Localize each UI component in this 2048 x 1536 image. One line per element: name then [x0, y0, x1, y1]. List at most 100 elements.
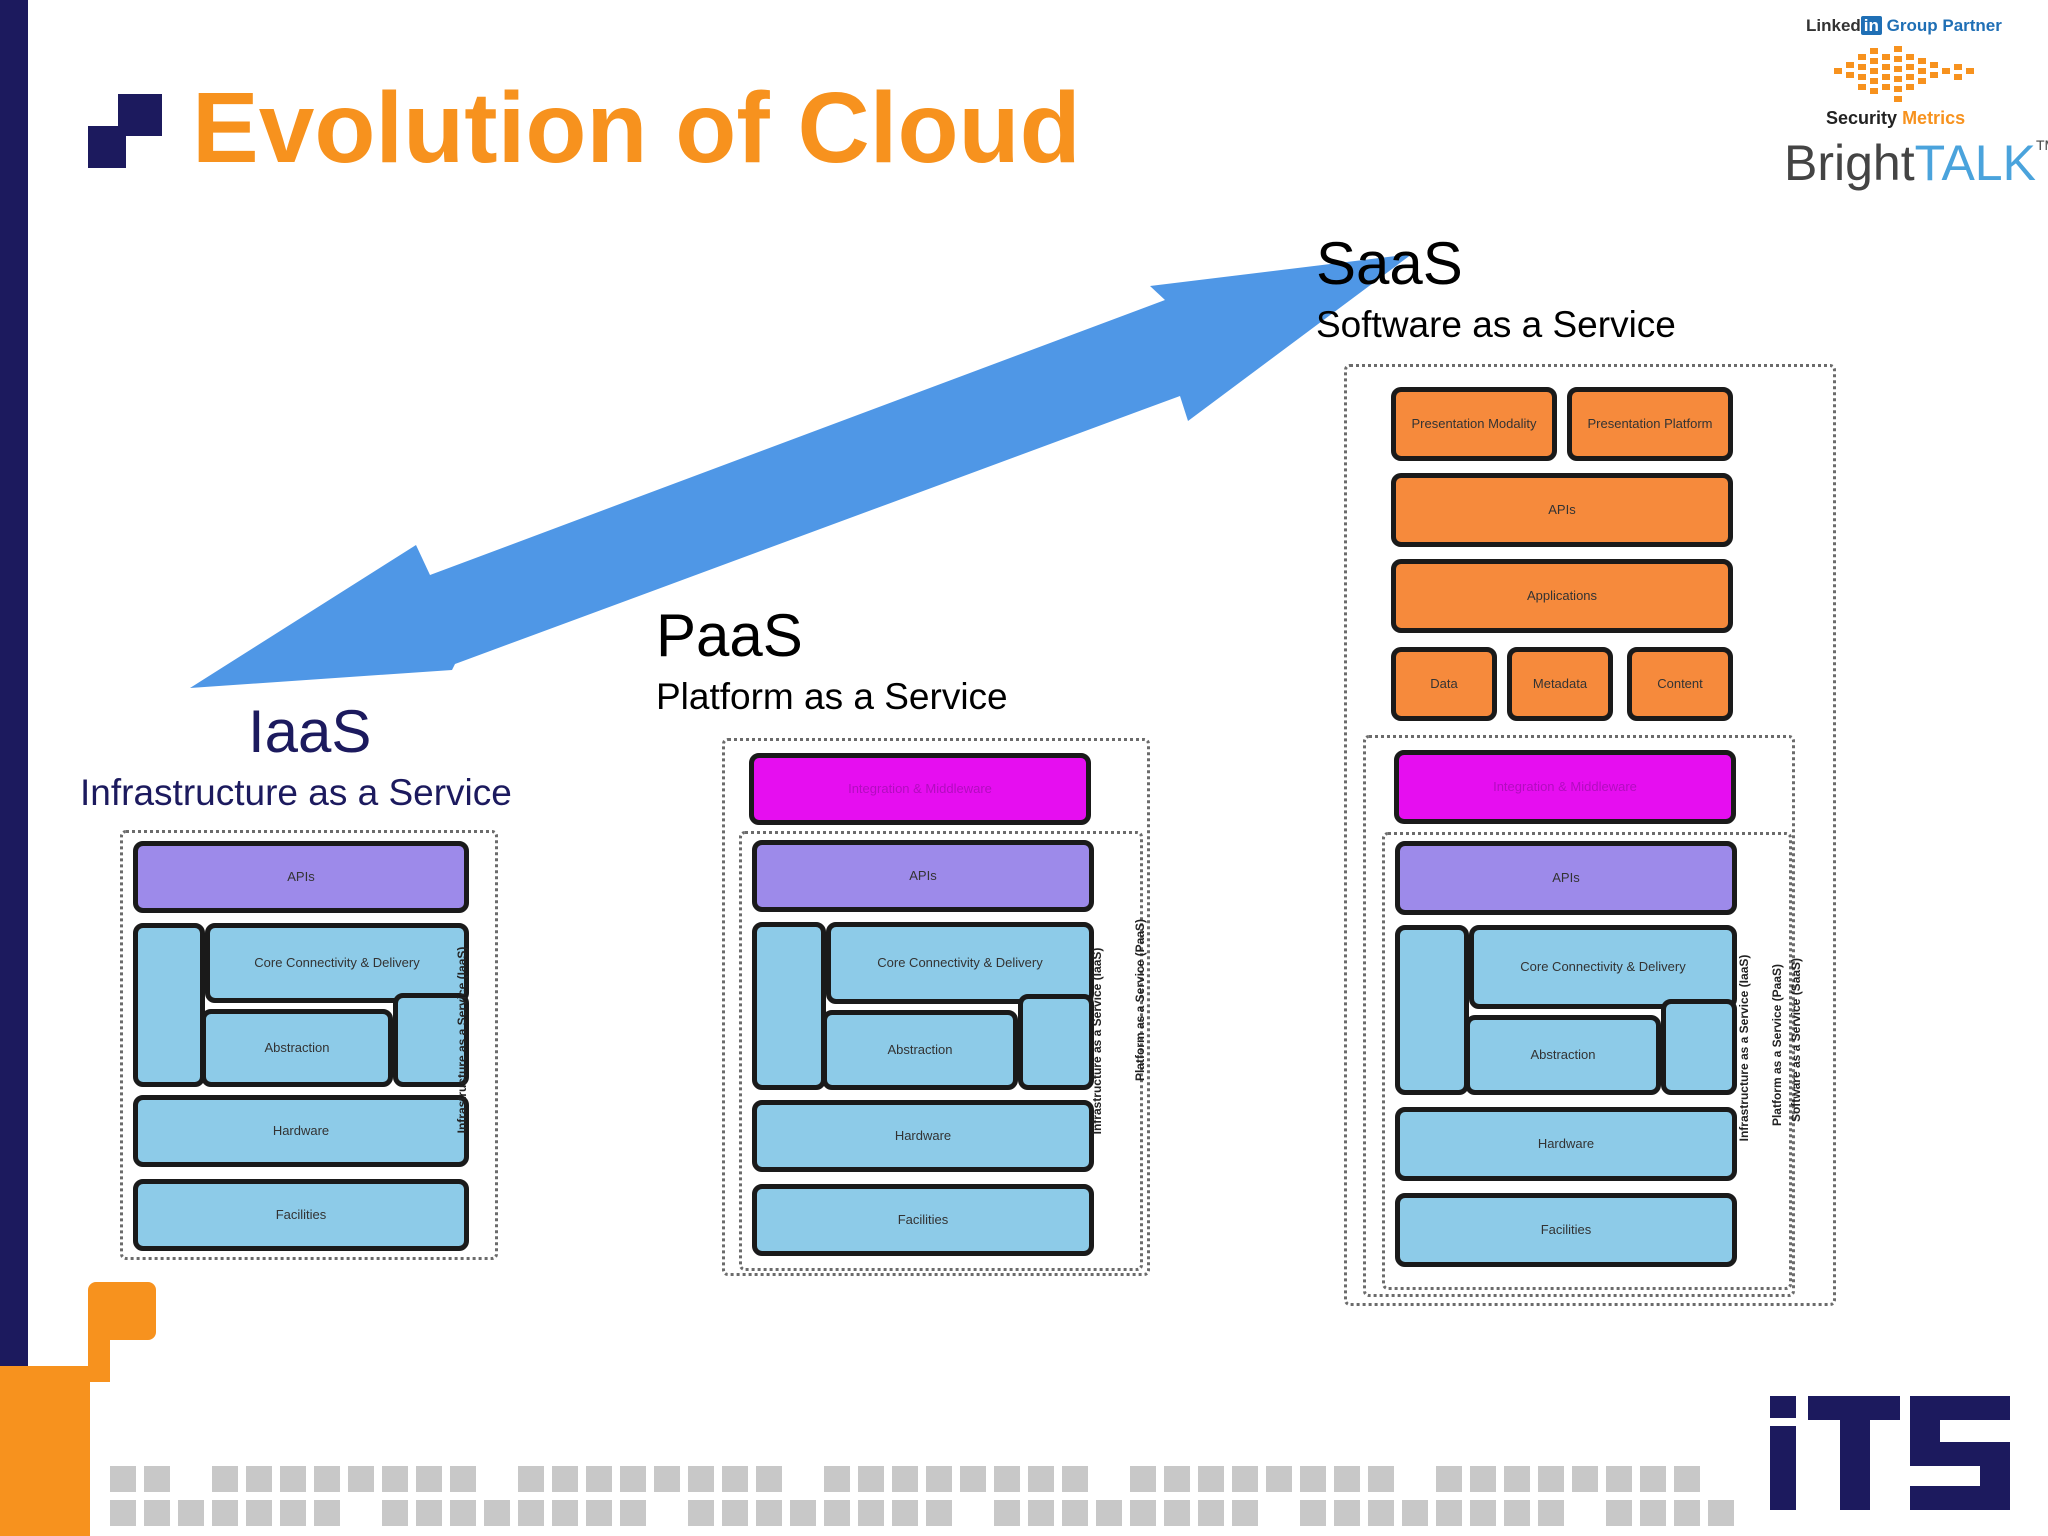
its-s-top: [1910, 1396, 2010, 1420]
mosaic-square: [110, 1466, 136, 1492]
mosaic-square: [144, 1466, 170, 1492]
mosaic-square: [1572, 1466, 1598, 1492]
saas-layer-applications: Applications: [1391, 559, 1733, 633]
mosaic-square: [1198, 1466, 1224, 1492]
mosaic-square: [858, 1466, 884, 1492]
brighttalk-logo: BrightTALKTM: [1784, 138, 2048, 188]
mosaic-square: [450, 1500, 476, 1526]
mosaic-square: [790, 1500, 816, 1526]
its-logo: [1770, 1396, 2010, 1510]
mosaic-square: [1300, 1500, 1326, 1526]
mosaic-square: [348, 1466, 374, 1492]
iaas-layer-abstraction: Abstraction: [201, 1009, 393, 1087]
slide-title: Evolution of Cloud: [192, 72, 1081, 184]
mosaic-square: [1232, 1500, 1258, 1526]
iaas-stack: APIs Core Connectivity & Delivery Abstra…: [120, 830, 498, 1260]
mosaic-square: [1368, 1466, 1394, 1492]
iaas-layer-facilities: Facilities: [133, 1179, 469, 1251]
saas-layer-facilities: Facilities: [1395, 1193, 1737, 1267]
mosaic-square: [722, 1500, 748, 1526]
mosaic-square: [1402, 1500, 1428, 1526]
mosaic-square: [178, 1500, 204, 1526]
mosaic-square: [892, 1466, 918, 1492]
mosaic-square: [620, 1466, 646, 1492]
mosaic-square: [552, 1500, 578, 1526]
saas-paas-substack: Integration & Middleware APIs Core Conne…: [1363, 735, 1795, 1297]
mosaic-square: [654, 1466, 680, 1492]
mosaic-square: [1470, 1466, 1496, 1492]
mosaic-square: [1504, 1466, 1530, 1492]
saas-layer-hardware: Hardware: [1395, 1107, 1737, 1181]
mosaic-square: [688, 1500, 714, 1526]
mosaic-square: [1708, 1500, 1734, 1526]
mosaic-square: [1028, 1500, 1054, 1526]
paas-vertical-label-paas: Platform as a Service (PaaS): [1133, 918, 1147, 1082]
mosaic-square: [994, 1500, 1020, 1526]
bottom-mosaic: [0, 1282, 2048, 1536]
paas-layer-abstraction: Abstraction: [822, 1010, 1018, 1090]
mosaic-square: [246, 1466, 272, 1492]
mosaic-square: [1164, 1466, 1190, 1492]
group-partner-text: Group Partner: [1886, 16, 2002, 35]
saas-layer-core: Core Connectivity & Delivery: [1469, 925, 1737, 1009]
mosaic-square: [416, 1500, 442, 1526]
iaas-layer-connector-left: [133, 923, 205, 1087]
mosaic-square: [518, 1466, 544, 1492]
security-metrics-icon: [1834, 46, 1974, 102]
saas-title: SaaS: [1316, 230, 1463, 297]
orange-corner-connector: [88, 1322, 110, 1382]
paas-layer-integration: Integration & Middleware: [749, 753, 1091, 825]
paas-layer-apis: APIs: [752, 840, 1094, 912]
mosaic-square: [960, 1466, 986, 1492]
mosaic-square: [1504, 1500, 1530, 1526]
paas-title: PaaS: [656, 602, 803, 669]
mosaic-square: [280, 1500, 306, 1526]
paas-layer-core: Core Connectivity & Delivery: [826, 922, 1094, 1004]
mosaic-square: [1606, 1500, 1632, 1526]
saas-layer-connector-right: [1661, 999, 1737, 1095]
saas-layer-data: Data: [1391, 647, 1497, 721]
mosaic-square: [1130, 1466, 1156, 1492]
mosaic-square: [1640, 1500, 1666, 1526]
its-s-mid: [1910, 1442, 2010, 1466]
paas-layer-connector-right: [1018, 994, 1094, 1090]
mosaic-square: [1640, 1466, 1666, 1492]
paas-vertical-label-iaas: Infrastructure as a Service (IaaS): [1090, 947, 1104, 1135]
linkedin-in-badge: in: [1860, 16, 1882, 35]
mosaic-square: [1062, 1500, 1088, 1526]
security-text: Security: [1826, 108, 1898, 128]
mosaic-square: [756, 1500, 782, 1526]
saas-vertical-label-saas: Software as a Service (SaaS): [1789, 957, 1803, 1123]
security-metrics-logo: Security Metrics: [1826, 108, 1965, 129]
paas-stack: Integration & Middleware APIs Core Conne…: [722, 738, 1150, 1276]
mosaic-square: [518, 1500, 544, 1526]
iaas-subtitle: Infrastructure as a Service: [80, 772, 512, 813]
mosaic-square: [212, 1466, 238, 1492]
its-t-stem: [1840, 1420, 1870, 1510]
iaas-layer-core: Core Connectivity & Delivery: [205, 923, 469, 1003]
mosaic-square: [1674, 1500, 1700, 1526]
saas-layer-content: Content: [1627, 647, 1733, 721]
its-t-bar: [1808, 1396, 1900, 1420]
mosaic-square: [858, 1500, 884, 1526]
iaas-title: IaaS: [248, 698, 372, 765]
mosaic-square: [1334, 1500, 1360, 1526]
saas-layer-presentation-modality: Presentation Modality: [1391, 387, 1557, 461]
brighttalk-tm: TM: [2035, 137, 2048, 153]
paas-subtitle: Platform as a Service: [656, 676, 1008, 717]
mosaic-square: [722, 1466, 748, 1492]
saas-layer-abstraction: Abstraction: [1465, 1015, 1661, 1095]
saas-vertical-label-iaas: Infrastructure as a Service (IaaS): [1737, 954, 1751, 1142]
mosaic-square: [586, 1466, 612, 1492]
iaas-layer-hardware: Hardware: [133, 1095, 469, 1167]
mosaic-square: [450, 1466, 476, 1492]
saas-layer-apis-top: APIs: [1391, 473, 1733, 547]
iaas-layer-apis: APIs: [133, 841, 469, 913]
saas-vertical-label-paas: Platform as a Service (PaaS): [1770, 963, 1784, 1127]
left-accent-bar: [0, 0, 28, 1536]
mosaic-square: [824, 1500, 850, 1526]
orange-corner-block: [0, 1366, 90, 1536]
iaas-vertical-label: Infrastructure as a Service (IaaS): [455, 946, 469, 1134]
